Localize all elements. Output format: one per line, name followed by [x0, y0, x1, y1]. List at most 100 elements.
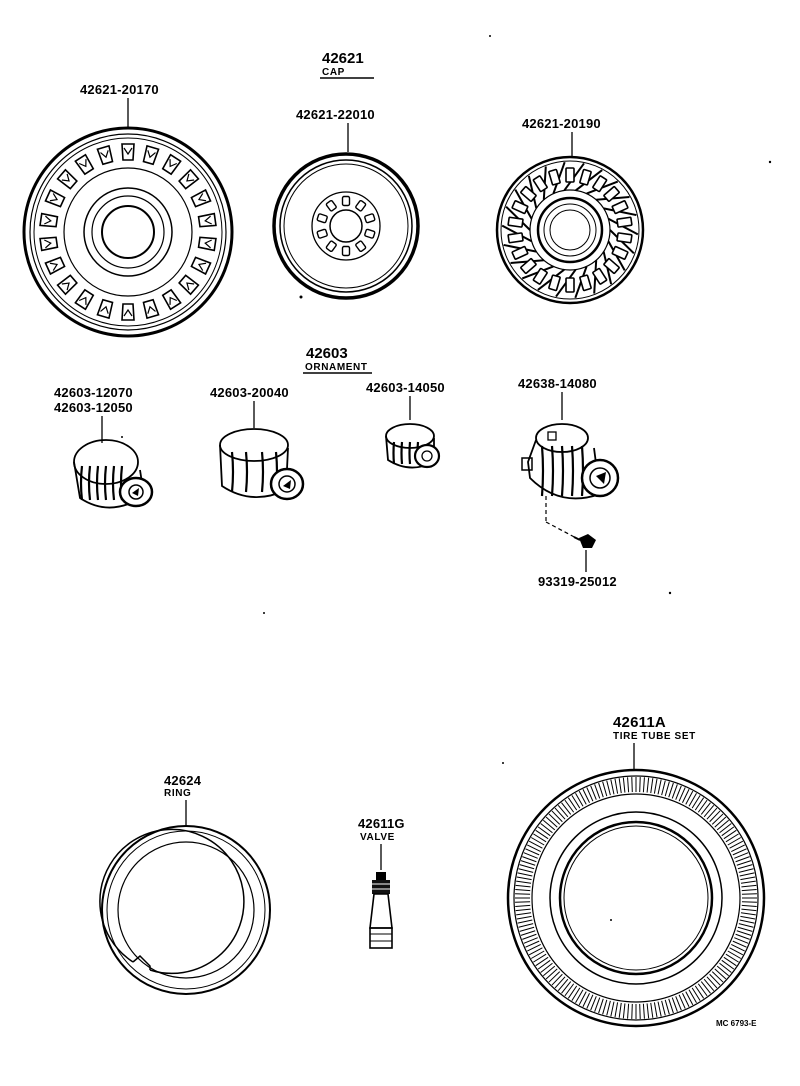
tread-line — [653, 1002, 658, 1018]
center-slot — [364, 228, 376, 239]
label-42603-12050: 42603-12050 — [54, 400, 133, 415]
wire-slot — [603, 185, 620, 202]
ornament-rib — [392, 441, 396, 465]
tread-line — [714, 968, 727, 980]
cap-slot — [190, 188, 212, 208]
print-specks — [121, 35, 772, 921]
tread-line — [614, 1002, 619, 1018]
label-42611g: 42611G — [358, 816, 405, 831]
cap-slot — [96, 144, 114, 166]
tread-line — [706, 976, 718, 989]
wire-slot — [507, 232, 524, 244]
tread-line — [678, 994, 686, 1009]
cap-slot — [56, 168, 78, 190]
tread-line — [523, 852, 538, 859]
tread-line — [711, 813, 724, 825]
cap-slot-lip — [78, 296, 87, 305]
tread-line — [734, 852, 749, 859]
tread-line — [723, 829, 737, 840]
tread-line — [739, 872, 755, 877]
tread-line — [740, 880, 756, 884]
ornament-12070 — [73, 439, 154, 509]
tread-line — [554, 807, 566, 820]
cap-slot — [121, 143, 135, 161]
tread-line — [535, 829, 549, 840]
tread-line — [735, 933, 750, 940]
group-cap-number: 42621 — [322, 50, 364, 67]
tread-line — [622, 777, 626, 793]
tread-line — [535, 956, 549, 967]
cap-slot — [44, 256, 66, 276]
tread-line — [731, 944, 745, 952]
wire-slot — [616, 232, 633, 244]
center-slot — [325, 199, 337, 212]
ornament-20040 — [219, 428, 305, 501]
cap-slot-lip — [78, 159, 87, 168]
tread-line — [719, 823, 732, 834]
tread-line — [618, 1002, 622, 1018]
cap-slot — [161, 153, 182, 176]
tread-line — [551, 973, 563, 986]
wire-slot — [520, 258, 537, 275]
tread-line — [719, 962, 732, 973]
tread-line — [517, 872, 533, 877]
wire-slot — [532, 267, 548, 285]
tread-line — [602, 999, 608, 1015]
tread-line — [714, 816, 727, 828]
cap-slot-lip — [147, 150, 156, 159]
tread-line — [661, 1000, 666, 1016]
tread-line — [575, 792, 584, 807]
tread-line — [697, 799, 708, 813]
tread-line — [703, 978, 715, 992]
tread-line — [557, 804, 569, 818]
tread-line — [606, 780, 611, 796]
tread-line — [517, 919, 533, 924]
diagram-code: MC 6793-E — [716, 1019, 757, 1028]
cap-slot — [178, 274, 200, 296]
tread-line — [540, 823, 553, 834]
tread-line — [741, 893, 757, 895]
tread-line — [657, 779, 662, 795]
tread-line — [542, 965, 556, 977]
tread-line — [575, 989, 584, 1004]
cap-slot-lip — [169, 296, 178, 305]
tread-line — [675, 785, 682, 800]
tread-line — [554, 976, 566, 989]
tread-line — [685, 991, 694, 1006]
tread-line — [646, 1003, 650, 1019]
tread-line — [520, 860, 536, 866]
tread-line — [545, 968, 558, 980]
cap-slot-lip — [197, 193, 207, 202]
tread-line — [525, 848, 540, 856]
tread-line — [537, 826, 551, 837]
tread-line — [639, 777, 641, 793]
cap-slot-lip — [100, 150, 109, 159]
tread-line — [703, 804, 715, 818]
tread-line — [567, 797, 578, 811]
cap-slot-lip — [169, 159, 178, 168]
tread-line — [709, 973, 721, 986]
tread-line — [738, 868, 754, 873]
tread-line — [700, 981, 711, 994]
label-42621-22010: 42621-22010 — [296, 107, 375, 122]
wire-slot — [592, 175, 608, 193]
tread-line — [682, 993, 690, 1007]
tread-line — [740, 915, 756, 920]
ornament-rib — [230, 451, 235, 493]
cap-slot — [56, 274, 78, 296]
wheel-cap-20190 — [495, 155, 645, 305]
group-cap-name: CAP — [322, 67, 345, 78]
tread-line — [631, 777, 633, 793]
tread-line — [527, 944, 541, 952]
tread-line — [731, 844, 745, 852]
tread-line — [548, 971, 561, 983]
tread-line — [627, 777, 630, 793]
wire-slot — [507, 216, 524, 228]
wire-slot — [565, 167, 575, 183]
center-slot — [355, 240, 367, 253]
label-42621-20170: 42621-20170 — [80, 82, 159, 97]
tread-line — [739, 919, 755, 924]
tread-line — [582, 789, 590, 803]
tread-line — [721, 826, 735, 837]
cap-slot-lip — [186, 282, 195, 291]
